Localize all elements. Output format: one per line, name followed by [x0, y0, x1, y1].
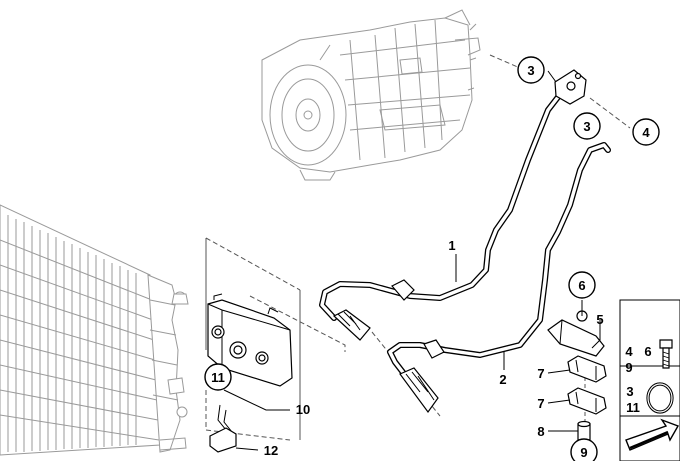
cooler-pipes-drawing — [319, 69, 611, 414]
callout-3-mid[interactable]: 3 — [573, 112, 601, 140]
callout-3-top[interactable]: 3 — [517, 56, 545, 84]
radiator-drawing — [0, 204, 189, 456]
callout-4[interactable]: 4 — [632, 118, 660, 146]
leader-lines — [223, 70, 601, 451]
transmission-drawing — [261, 9, 481, 181]
callout-2[interactable]: 2 — [499, 372, 506, 387]
o-ring-icon — [646, 382, 674, 414]
callout-6[interactable]: 6 — [568, 271, 596, 299]
callout-3-mid-label: 3 — [583, 119, 590, 134]
callout-11[interactable]: 11 — [204, 363, 232, 391]
legend-row2-num-b: 11 — [626, 400, 640, 415]
direction-arrow-icon — [625, 418, 680, 451]
legend-row1-num-c: 6 — [644, 344, 651, 359]
callout-8[interactable]: 8 — [537, 424, 544, 439]
callout-7-upper[interactable]: 7 — [537, 366, 544, 381]
callout-6-label: 6 — [578, 278, 585, 293]
legend-row1-num-a: 4 — [625, 344, 633, 359]
legend-row2-num-a: 3 — [626, 384, 633, 399]
callout-10[interactable]: 10 — [296, 402, 310, 417]
callout-11-label: 11 — [211, 370, 225, 385]
callout-12[interactable]: 12 — [264, 443, 278, 458]
bracket-assembly-drawing — [547, 300, 607, 441]
callout-9[interactable]: 9 — [570, 438, 598, 461]
callout-9-label: 9 — [580, 445, 587, 460]
bolt-icon — [659, 339, 673, 369]
callout-4-label: 4 — [642, 125, 650, 140]
oil-cooler-drawing — [207, 293, 293, 387]
bracket-12-drawing — [209, 404, 237, 453]
small-parts-legend: 4 9 6 3 11 — [619, 299, 680, 461]
callout-1[interactable]: 1 — [448, 238, 455, 253]
callout-3-top-label: 3 — [527, 63, 534, 78]
callout-7-lower[interactable]: 7 — [537, 396, 544, 411]
callout-5[interactable]: 5 — [596, 312, 603, 327]
legend-row1-num-b: 9 — [625, 360, 632, 375]
